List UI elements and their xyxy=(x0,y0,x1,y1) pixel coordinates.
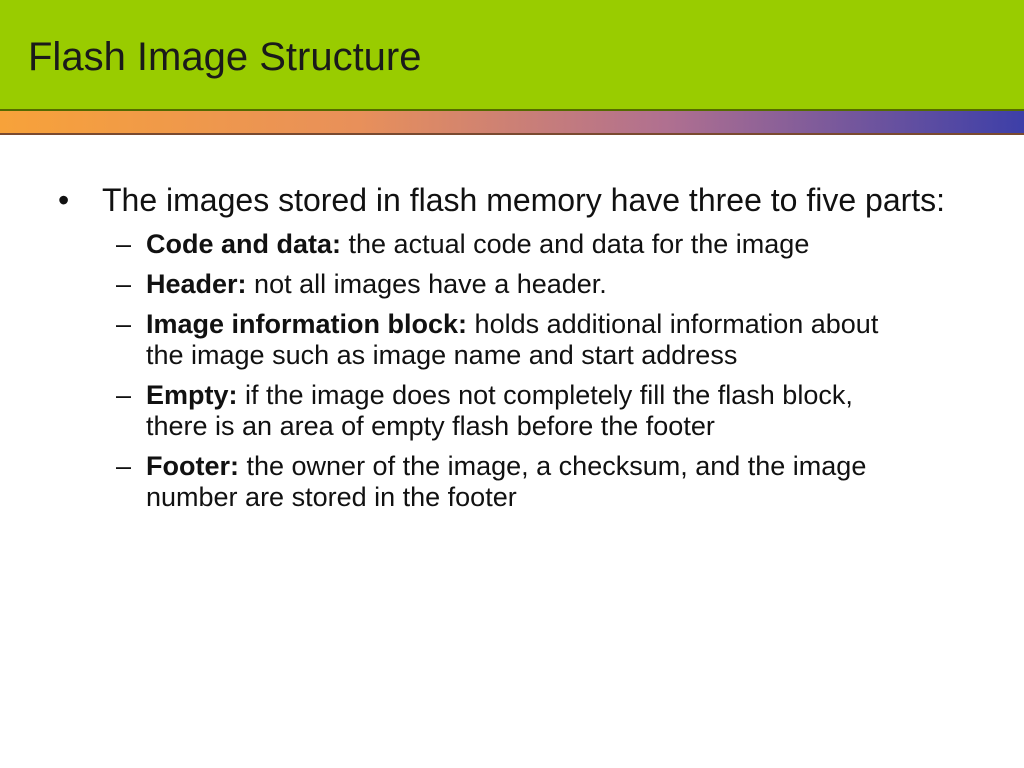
gradient-band xyxy=(0,111,1024,135)
sub-bullet-image-information-block: – Image information block: holds additio… xyxy=(116,309,906,371)
sub-bullet-code-and-data: – Code and data: the actual code and dat… xyxy=(116,229,906,260)
bullet-main: • The images stored in flash memory have… xyxy=(58,183,958,217)
dash-icon: – xyxy=(116,269,132,299)
dash-icon: – xyxy=(116,229,132,259)
sub-bullet-empty: – Empty: if the image does not completel… xyxy=(116,380,906,442)
slide-body: • The images stored in flash memory have… xyxy=(58,183,958,522)
sub-bullet-term: Footer: xyxy=(146,451,239,481)
sub-bullet-desc: not all images have a header. xyxy=(246,269,607,299)
sub-bullet-term: Image information block: xyxy=(146,309,468,339)
sub-bullet-term: Code and data: xyxy=(146,229,342,259)
bullet-main-text: The images stored in flash memory have t… xyxy=(102,182,946,218)
dash-icon: – xyxy=(116,309,132,339)
slide-title: Flash Image Structure xyxy=(28,35,422,79)
sub-bullet-desc: the owner of the image, a checksum, and … xyxy=(146,451,867,512)
dash-icon: – xyxy=(116,380,132,410)
sub-bullet-term: Empty: xyxy=(146,380,238,410)
dash-icon: – xyxy=(116,451,132,481)
title-bar: Flash Image Structure xyxy=(0,0,1024,110)
sub-bullet-header: – Header: not all images have a header. xyxy=(116,269,906,300)
sub-bullet-list: – Code and data: the actual code and dat… xyxy=(58,229,958,513)
bullet-icon: • xyxy=(58,182,70,218)
sub-bullet-term: Header: xyxy=(146,269,247,299)
sub-bullet-footer: – Footer: the owner of the image, a chec… xyxy=(116,451,906,513)
sub-bullet-desc: the actual code and data for the image xyxy=(341,229,810,259)
sub-bullet-desc: if the image does not completely fill th… xyxy=(146,380,853,441)
sub-bullet-desc: holds additional information about the i… xyxy=(146,309,879,370)
title-divider xyxy=(0,109,1024,111)
